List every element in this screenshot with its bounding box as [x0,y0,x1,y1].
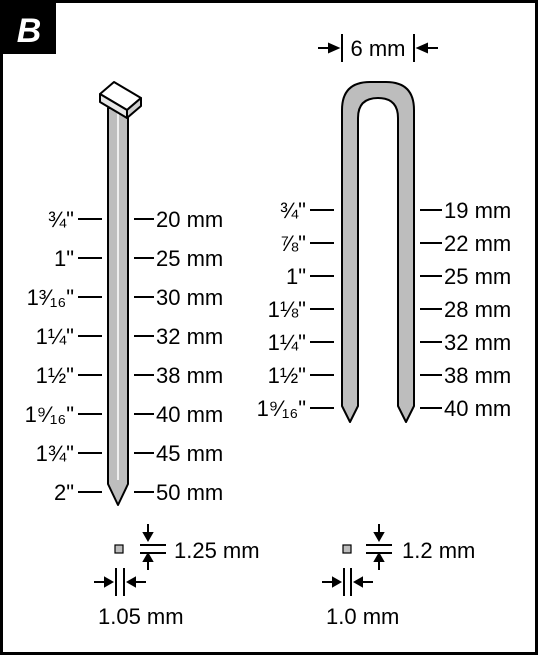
brad-inch-label: 1" [54,246,74,271]
brad-section-height: 1.25 mm [174,538,260,563]
arrow-right-icon [94,576,115,588]
brad-inch-label: 1³⁄₁₆" [27,285,74,310]
brad-mm-label: 40 mm [156,402,223,427]
staple-inch-label: 1½" [268,363,306,388]
arrow-down-icon [373,524,385,543]
staple-mm-label: 32 mm [444,330,511,355]
arrow-left-icon [352,576,373,588]
arrow-right-icon [318,42,341,54]
arrow-up-icon [373,551,385,570]
brad-cross-section: 1.25 mm 1.05 mm [94,524,260,629]
arrow-right-icon [322,576,343,588]
staple-crown-dimension: 6 mm [318,34,438,62]
staple-mm-label: 40 mm [444,396,511,421]
staple-inch-label: ⅞" [280,231,306,256]
panel-label-box [2,2,56,54]
staple-section-width: 1.0 mm [326,604,399,629]
brad-mm-label: 38 mm [156,363,223,388]
brad-inch-label: 1½" [36,363,74,388]
brad-mm-label: 50 mm [156,480,223,505]
staple-cross-section: 1.2 mm 1.0 mm [322,524,475,629]
staple-inch-label: 1¼" [268,330,306,355]
brad-mm-label: 30 mm [156,285,223,310]
panel-label: B [17,12,42,50]
arrow-left-icon [125,576,146,588]
staple-mm-label: 28 mm [444,297,511,322]
brad-nail-ticks: ¾" 20 mm 1" 25 mm 1³⁄₁₆" 30 mm 1¼" 32 mm 1½" 38 m… [25,207,224,505]
staple-mm-label: 19 mm [444,198,511,223]
brad-mm-label: 25 mm [156,246,223,271]
brad-section-square [114,544,124,554]
arrow-down-icon [142,524,154,543]
brad-inch-label: 1¾" [36,441,74,466]
staple-body [341,81,415,423]
arrow-up-icon [142,551,154,570]
brad-section-width: 1.05 mm [98,604,184,629]
staple-inch-label: 1⁹⁄₁₆" [257,396,306,421]
arrow-left-icon [415,42,438,54]
brad-inch-label: 2" [54,480,74,505]
brad-mm-label: 45 mm [156,441,223,466]
staple-crown-width: 6 mm [351,36,406,61]
staple-inch-label: 1⅛" [268,297,306,322]
brad-mm-label: 20 mm [156,207,223,232]
staple-inch-label: ¾" [280,198,306,223]
brad-inch-label: ¾" [48,207,74,232]
staple-mm-label: 22 mm [444,231,511,256]
staple-section-square [342,544,352,554]
staple-ticks: ¾" 19 mm ⅞" 22 mm 1" 25 mm 1⅛" 28 mm 1¼" 32 mm 1½"… [257,198,512,421]
staple-inch-label: 1" [286,264,306,289]
brad-inch-label: 1⁹⁄₁₆" [25,402,74,427]
staple-mm-label: 38 mm [444,363,511,388]
brad-mm-label: 32 mm [156,324,223,349]
staple-mm-label: 25 mm [444,264,511,289]
staple-section-height: 1.2 mm [402,538,475,563]
brad-inch-label: 1¼" [36,324,74,349]
staple [341,81,415,423]
brad-nail [99,81,142,506]
